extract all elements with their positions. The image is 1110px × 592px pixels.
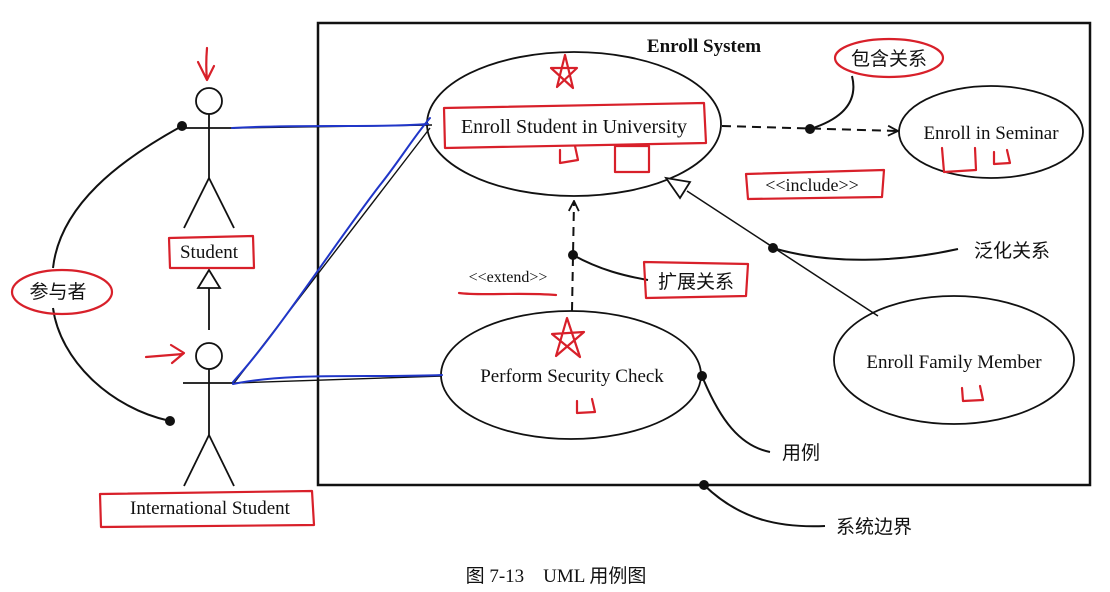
figure-caption: 图 7-13 UML 用例图 [466, 565, 647, 587]
extend-relation-label: 扩展关系 [658, 271, 734, 293]
extend-arrow [572, 201, 574, 312]
use-case-family-member-label: Enroll Family Member [866, 352, 1042, 373]
include-callout-line [809, 75, 855, 130]
use-case-enroll-university-label: Enroll Student in University [461, 116, 687, 138]
generalization-line [686, 190, 879, 317]
use-case-label: 用例 [782, 442, 820, 464]
use-case-family-member [833, 295, 1075, 425]
actor-callout-line [52, 125, 183, 422]
system-boundary-label: 系统边界 [836, 516, 912, 538]
use-case-security-check-label: Perform Security Check [480, 366, 664, 387]
use-case-callout-line [701, 375, 771, 453]
actor-generalization-triangle [196, 268, 222, 289]
student-actor-label: Student [180, 242, 239, 263]
boundary-callout-line [703, 484, 826, 528]
student-actor [183, 87, 235, 229]
include-stereotype: <<include>> [765, 175, 859, 195]
international-student-label: International Student [130, 498, 291, 519]
blue-pen-marks [231, 117, 443, 385]
international-student-actor [183, 342, 235, 487]
international-association-security [234, 375, 443, 384]
red-pen-marks [10, 37, 1012, 529]
generalization-callout-line [772, 247, 959, 261]
extend-stereotype: <<extend>> [469, 269, 548, 286]
actor-label: 参与者 [29, 281, 86, 303]
generalization-label: 泛化关系 [974, 240, 1050, 262]
include-relation-label: 包含关系 [851, 48, 927, 70]
use-case-enroll-seminar-label: Enroll in Seminar [923, 123, 1059, 144]
system-title: Enroll System [647, 36, 761, 57]
generalization-triangle [664, 176, 692, 200]
extend-callout-line [572, 254, 649, 281]
